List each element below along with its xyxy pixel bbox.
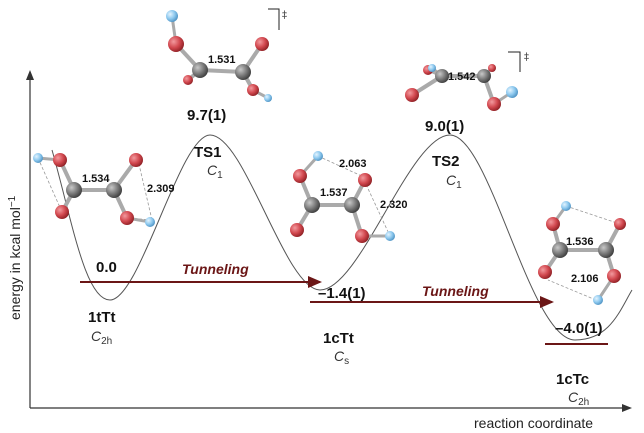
- molecule-1cTt: 2.063 1.537 2.320: [290, 151, 408, 243]
- symmetry-1cTt: Cs: [334, 348, 349, 367]
- bond-length-label: 1.537: [320, 187, 348, 199]
- name-TS2: TS2: [432, 153, 460, 170]
- bond-length-label: 1.534: [82, 173, 110, 185]
- bond-length-label: 1.531: [208, 54, 236, 66]
- energy-1tTt: 0.0: [96, 259, 117, 276]
- symmetry-1cTc: C2h: [568, 389, 589, 408]
- bond-length-label: 2.063: [339, 158, 367, 170]
- y-axis-arrowhead: [26, 70, 34, 80]
- tunneling-label-2: Tunneling: [422, 283, 489, 299]
- energy-1cTt: –1.4(1): [318, 285, 366, 302]
- name-1cTt: 1cTt: [323, 330, 354, 347]
- bond-length-label: 2.106: [571, 273, 599, 285]
- y-axis-label: energy in kcal mol−1: [7, 195, 23, 320]
- energy-TS1: 9.7(1): [187, 107, 226, 124]
- transition-state-dagger: ‡: [282, 10, 287, 21]
- x-axis-label: reaction coordinate: [474, 415, 593, 431]
- molecule-1tTt: 1.534 2.309: [33, 153, 175, 227]
- name-1tTt: 1tTt: [88, 309, 116, 326]
- energy-curve: [51, 134, 633, 341]
- tunneling-label-1: Tunneling: [182, 261, 249, 277]
- x-axis-arrowhead: [622, 404, 632, 412]
- symmetry-1tTt: C2h: [91, 328, 112, 347]
- symmetry-TS2: C1: [446, 172, 462, 191]
- bond-length-label: 1.542: [448, 71, 476, 83]
- transition-state-dagger: ‡: [524, 52, 529, 63]
- molecule-TS1: 1.531 ‡: [166, 8, 287, 102]
- molecule-TS2: 1.542 ‡: [405, 51, 529, 111]
- bond-length-label: 2.309: [147, 183, 175, 195]
- bond-length-label: 1.536: [566, 236, 594, 248]
- name-TS1: TS1: [194, 144, 222, 161]
- energy-TS2: 9.0(1): [425, 118, 464, 135]
- symmetry-TS1: C1: [207, 162, 223, 181]
- energy-1cTc: –4.0(1): [555, 320, 603, 337]
- bond-length-label: 2.320: [380, 199, 408, 211]
- name-1cTc: 1cTc: [556, 371, 589, 388]
- molecule-1cTc: 1.536 2.106: [538, 201, 626, 305]
